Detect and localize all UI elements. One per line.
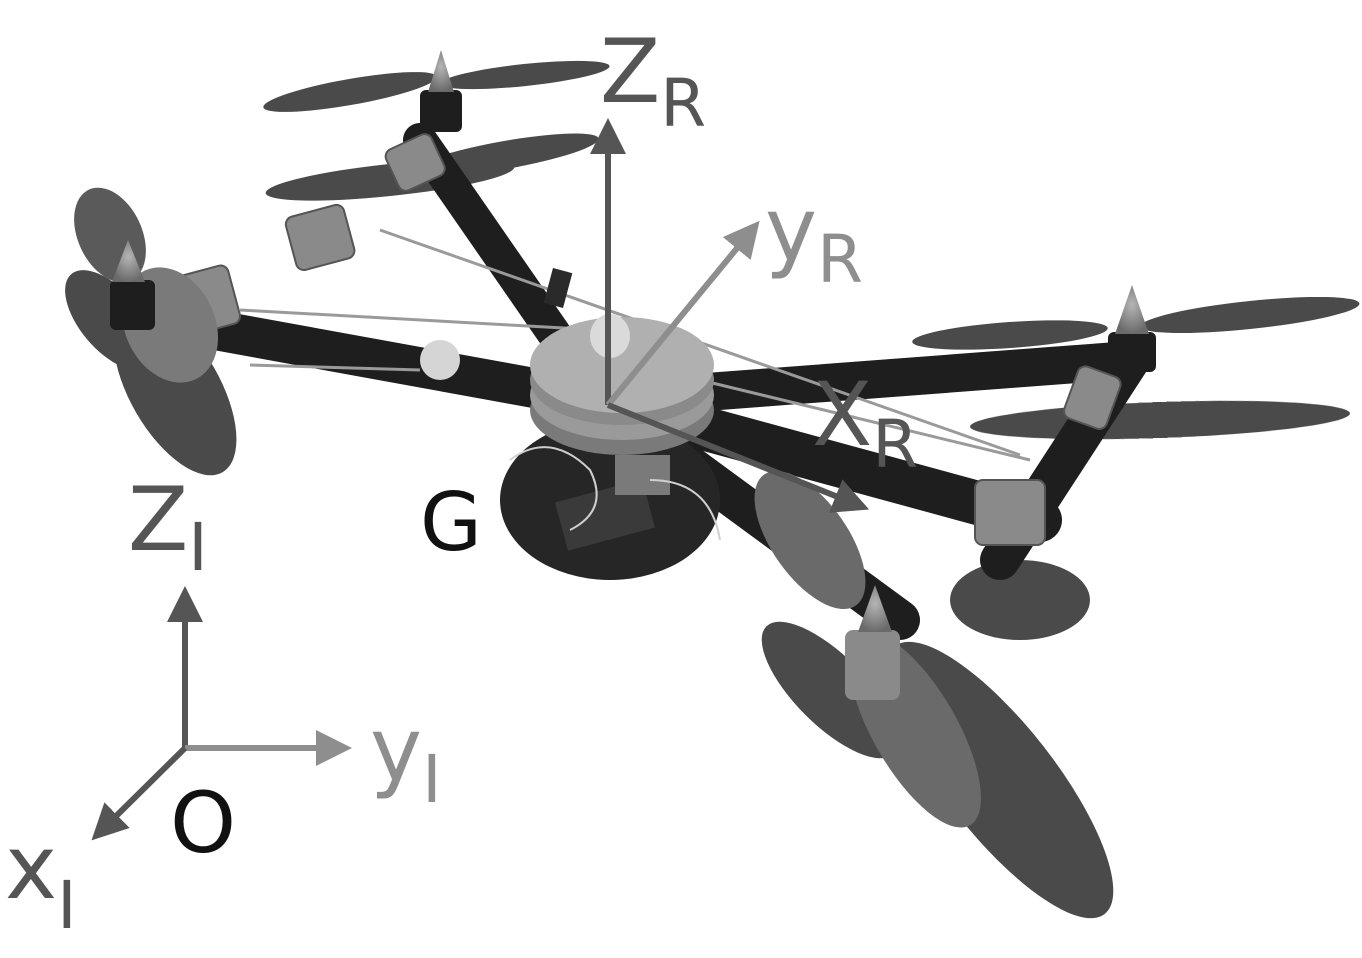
robot-y-axis — [605, 220, 760, 407]
inertial-z-main: Z — [128, 468, 188, 571]
rotor-top — [263, 50, 610, 132]
robot-x-label: XR — [812, 363, 918, 483]
robot-frame: ZR yR XR — [590, 20, 918, 513]
inertial-z-label: ZI — [128, 468, 208, 586]
center-of-mass-label: G — [420, 476, 482, 569]
robot-z-main: Z — [600, 20, 660, 123]
robot-y-label: yR — [765, 178, 863, 298]
robot-x-main: X — [812, 363, 872, 466]
drone-clamps — [173, 133, 1122, 546]
quadrotor-photo-icon — [65, 50, 1360, 919]
inertial-origin-label: O — [170, 774, 236, 872]
rotor-right — [912, 285, 1360, 372]
inertial-frame: ZI yI xI O — [5, 468, 442, 944]
robot-z-sub: R — [660, 65, 706, 142]
inertial-y-main: y — [370, 698, 422, 801]
inertial-y-sub: I — [422, 741, 441, 818]
inertial-x-sub: I — [57, 867, 76, 944]
inertial-y-label: yI — [370, 698, 442, 818]
robot-y-main: y — [765, 178, 817, 281]
robot-y-sub: R — [817, 221, 863, 298]
robot-x-axis — [606, 402, 870, 513]
rotor-front — [754, 470, 981, 828]
robot-z-label: ZR — [600, 20, 706, 142]
inertial-x-label: xI — [5, 816, 77, 944]
inertial-x-main: x — [5, 816, 57, 919]
rotor-left — [74, 187, 219, 383]
inertial-z-sub: I — [188, 509, 207, 586]
inertial-x-axis — [91, 745, 188, 841]
drone-electronics — [500, 420, 721, 580]
robot-x-sub: R — [872, 406, 918, 483]
